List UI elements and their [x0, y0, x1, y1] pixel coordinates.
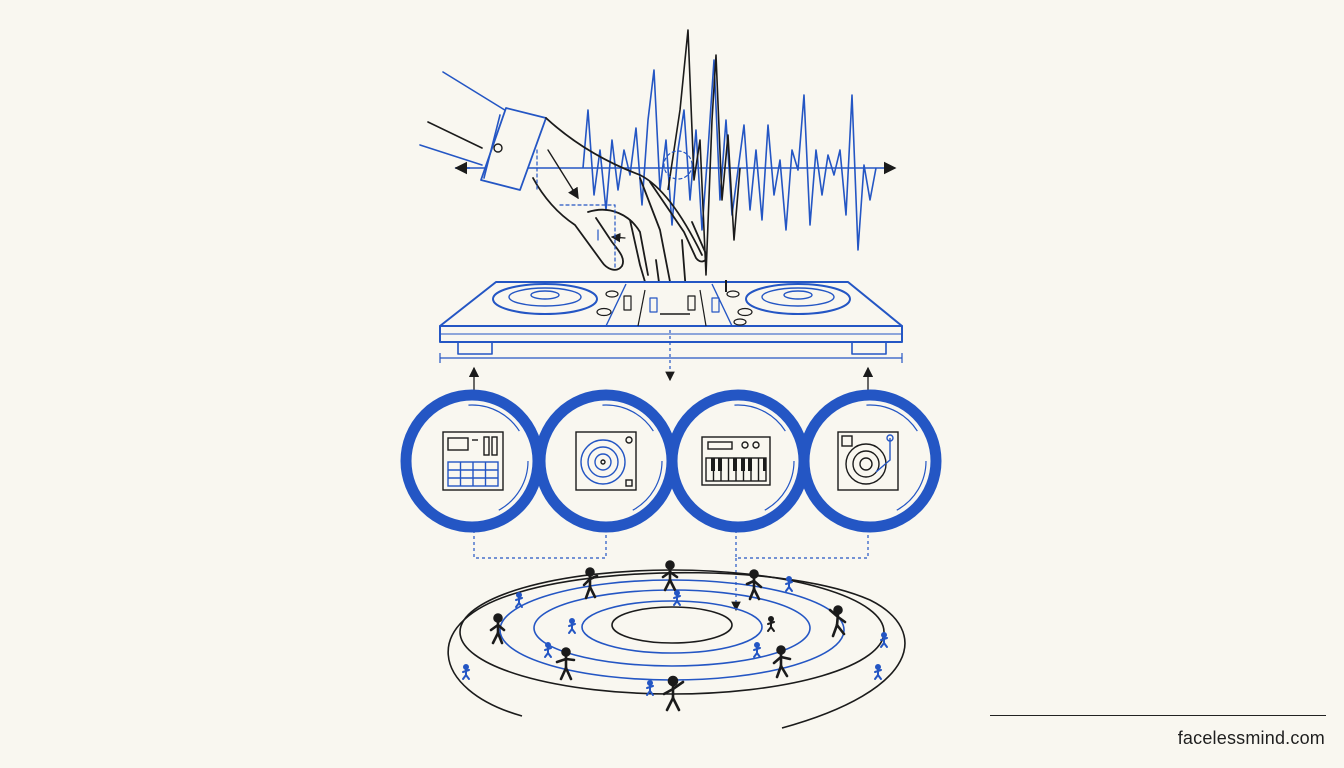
keyboard-synth-icon: [701, 436, 771, 486]
watermark-text: facelessmind.com: [1177, 728, 1325, 748]
dancer-icon: [462, 560, 888, 712]
sampler-pad-icon: [442, 431, 504, 491]
dj-controller-icon: [439, 280, 903, 382]
record-player-icon: [837, 431, 899, 491]
dance-floor-icon: [447, 569, 906, 729]
turntable-icon: [575, 431, 637, 491]
hand-icon: [419, 71, 708, 298]
watermark-rule: [990, 715, 1326, 716]
module-rings: [400, 389, 942, 533]
